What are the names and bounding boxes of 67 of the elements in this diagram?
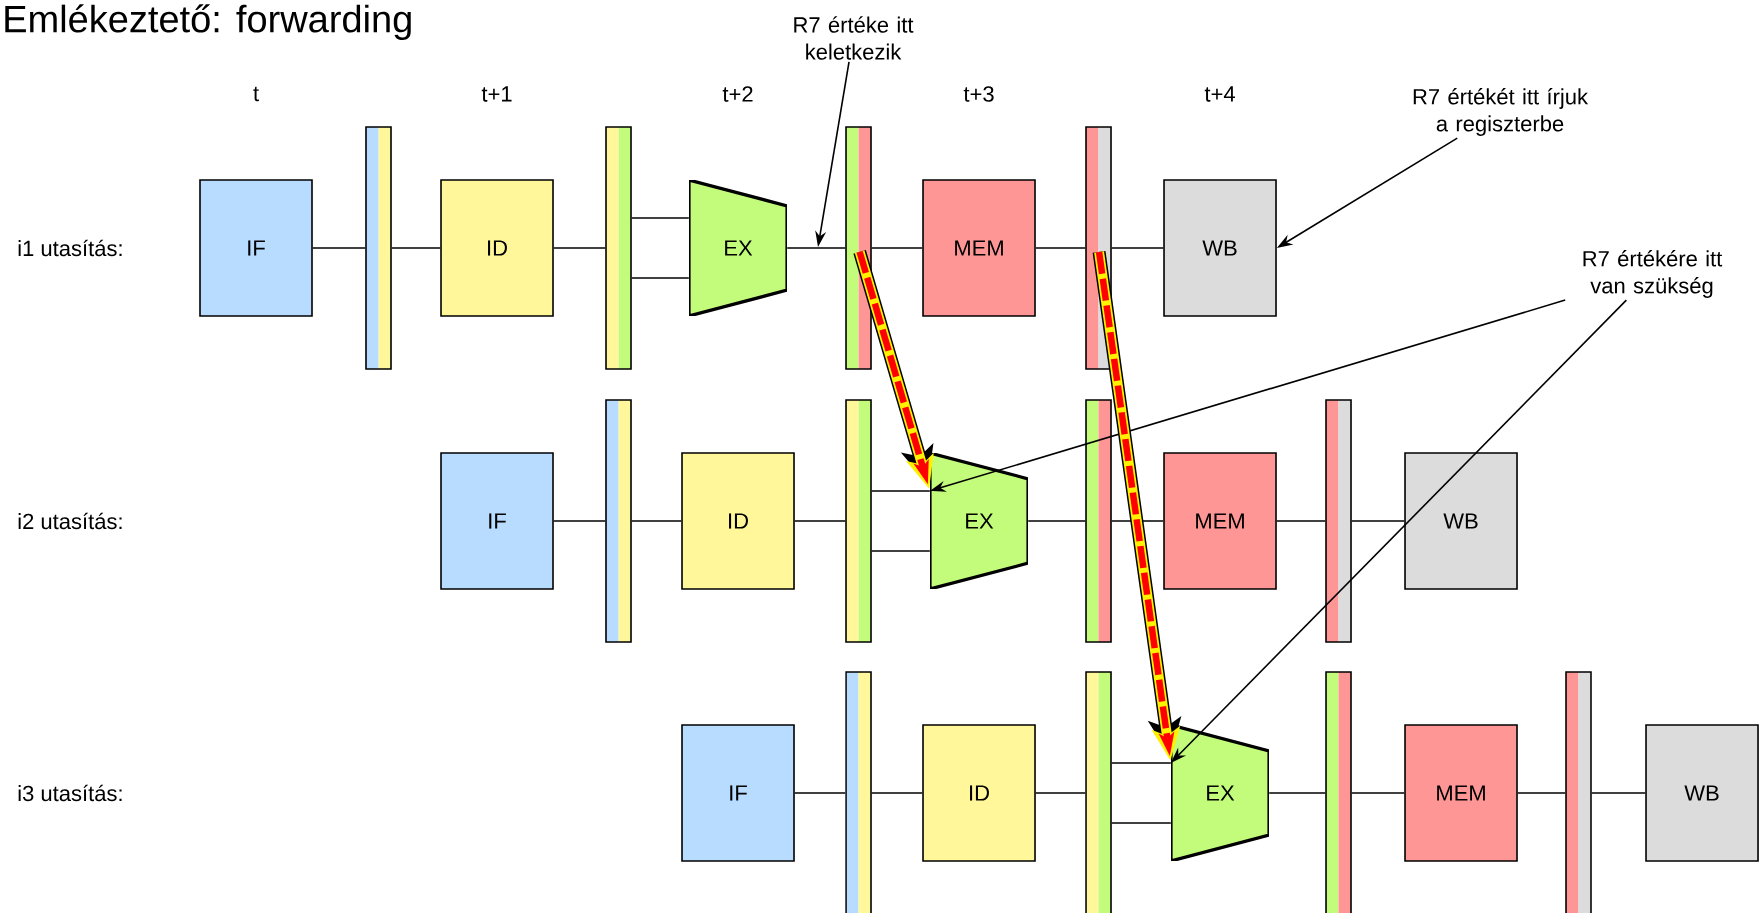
pipeline-register-bar — [1325, 671, 1352, 913]
stage-box: WB — [1404, 452, 1518, 590]
connector-line — [871, 550, 931, 552]
stage-box: MEM — [922, 179, 1036, 317]
connector-line — [871, 247, 923, 249]
callout-text: R7 értékére itt van szükség — [1583, 250, 1723, 298]
row-label: i2 utasítás: — [18, 512, 122, 530]
connector-line — [794, 792, 846, 794]
connector-line — [553, 247, 606, 249]
stage-box: WB — [1645, 724, 1759, 862]
connector-line — [1111, 762, 1172, 764]
forwarding-arrow — [853, 250, 934, 489]
connector-line — [1517, 792, 1566, 794]
connector-line — [631, 277, 690, 279]
connector-line — [1035, 247, 1086, 249]
title: Emlékeztető: forwarding — [5, 4, 411, 41]
alu-trapezoid: EX — [689, 180, 787, 316]
stage-box: MEM — [1163, 452, 1277, 590]
time-label: t+2 — [722, 86, 753, 102]
pipeline-register-bar — [1565, 671, 1592, 913]
connector-line — [631, 520, 682, 522]
connector-line — [1591, 792, 1646, 794]
pipeline-register-bar — [1085, 126, 1112, 370]
pipeline-register-bar — [1085, 399, 1112, 643]
stage-box: ID — [681, 452, 795, 590]
connector-line — [794, 520, 846, 522]
pipeline-register-bar — [365, 126, 392, 370]
connector-line — [1111, 822, 1172, 824]
stage-box: ID — [440, 179, 554, 317]
stage-box: ID — [922, 724, 1036, 862]
stage-box: IF — [440, 452, 554, 590]
stage-box: WB — [1163, 179, 1277, 317]
stage-box: IF — [199, 179, 313, 317]
connector-line — [1035, 792, 1086, 794]
stage-box: IF — [681, 724, 795, 862]
row-label: i1 utasítás: — [18, 239, 122, 257]
connector-line — [1268, 792, 1326, 794]
connector-line — [786, 247, 846, 249]
callout-text: R7 értéke itt keletkezik — [794, 16, 914, 60]
connector-line — [553, 520, 606, 522]
stage-box: MEM — [1404, 724, 1518, 862]
time-label: t+4 — [1204, 86, 1235, 102]
alu-trapezoid: EX — [930, 453, 1028, 589]
callout-text: R7 értékét itt írjuk a regiszterbe — [1413, 88, 1589, 136]
connector-line — [1351, 792, 1405, 794]
pipeline-register-bar — [605, 126, 632, 370]
connector-line — [871, 792, 923, 794]
connector-line — [1276, 520, 1326, 522]
row-label: i3 utasítás: — [18, 784, 122, 802]
pipeline-register-bar — [845, 399, 872, 643]
connector-line — [871, 490, 931, 492]
pipeline-register-bar — [1325, 399, 1352, 643]
pipeline-register-bar — [1085, 671, 1112, 913]
pipeline-register-bar — [845, 671, 872, 913]
connector-line — [1351, 520, 1405, 522]
pipeline-register-bar — [605, 399, 632, 643]
pipeline-register-bar — [845, 126, 872, 370]
forwarding-arrow — [1092, 251, 1182, 761]
time-label: t — [253, 86, 259, 102]
time-label: t+3 — [963, 86, 994, 102]
connector-line — [631, 217, 690, 219]
connector-line — [1027, 520, 1086, 522]
connector-line — [391, 247, 441, 249]
time-label: t+1 — [481, 86, 512, 102]
connector-line — [1111, 247, 1164, 249]
connector-line — [312, 247, 366, 249]
alu-trapezoid: EX — [1171, 725, 1269, 861]
